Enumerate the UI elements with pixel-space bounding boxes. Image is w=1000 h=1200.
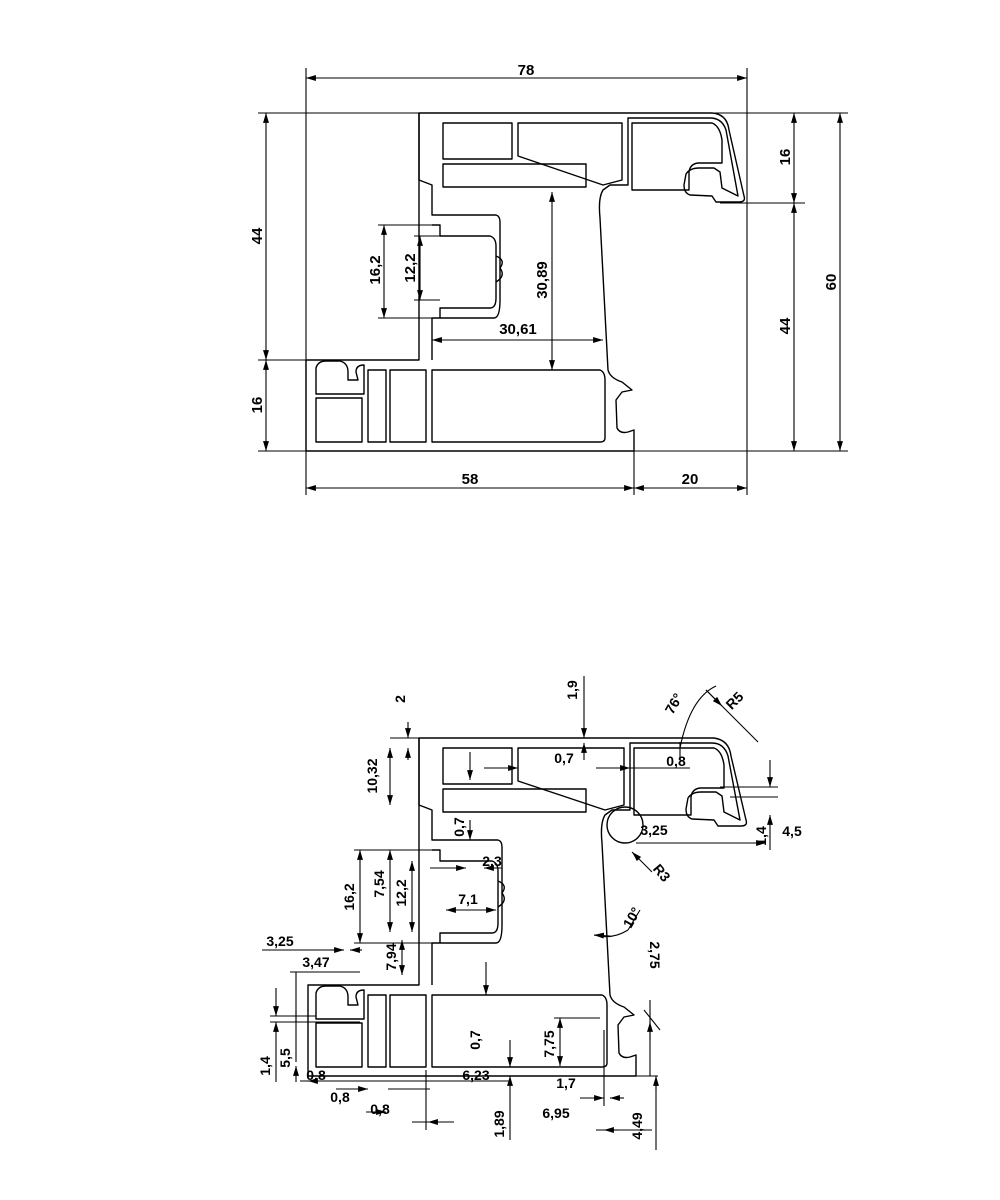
dim-bottom-left-width: 58 <box>462 471 479 488</box>
dim-7-94: 7,94 <box>383 943 399 970</box>
dim-0-7-mid: 0,7 <box>467 1030 483 1050</box>
dim-7-75: 7,75 <box>541 1030 557 1057</box>
dim-1-9: 1,9 <box>564 680 580 700</box>
dim-0-8-a: 0,8 <box>306 1067 326 1083</box>
detail-dimension-lines <box>262 676 778 1150</box>
dim-6-23: 6,23 <box>462 1067 489 1083</box>
top-dimension-lines <box>263 75 843 491</box>
dim-0-8-c: 0,8 <box>370 1101 390 1117</box>
dim-0-7-left: 0,7 <box>451 817 467 837</box>
dim-lower-height-left: 16 <box>249 397 266 414</box>
dim-0-8-b: 0,8 <box>330 1089 350 1105</box>
dim-3-25-left: 3,25 <box>266 933 293 949</box>
dim-overall-width: 78 <box>518 62 535 79</box>
dim-4-49: 4,49 <box>629 1112 645 1139</box>
dim-1-89: 1,89 <box>491 1110 507 1137</box>
dim-1-7: 1,7 <box>556 1075 576 1091</box>
dim-2-75: 2,75 <box>647 941 663 968</box>
dim-3-47: 3,47 <box>302 954 329 970</box>
radius-r5: R5 <box>722 688 746 712</box>
dim-2-3: 2,3 <box>482 853 502 869</box>
dim-5-5: 5,5 <box>277 1048 293 1068</box>
dim-groove-inner: 12,2 <box>402 253 419 282</box>
dim-chamber-height: 30,89 <box>534 261 551 299</box>
dim-0-7-top: 0,7 <box>554 750 574 766</box>
angle-10: 10° <box>619 904 643 930</box>
top-profile-view: 78 58 20 44 16 16 44 60 16,2 12,2 30,89 … <box>249 62 848 495</box>
dim-7-1: 7,1 <box>458 891 478 907</box>
dim-chamber-width: 30,61 <box>499 321 537 338</box>
dim-12-2: 12,2 <box>393 879 409 906</box>
dim-overall-height: 60 <box>823 274 840 291</box>
dim-7-54: 7,54 <box>371 870 387 897</box>
dim-groove-outer: 16,2 <box>367 255 384 284</box>
dim-0-8-top: 0,8 <box>666 753 686 769</box>
radius-r3: R3 <box>650 861 674 885</box>
dim-bottom-right-width: 20 <box>682 471 699 488</box>
dim-1-4-left: 1,4 <box>257 1056 273 1076</box>
dim-3-25-right: 3,25 <box>640 822 667 838</box>
dim-4-5: 4,5 <box>782 823 802 839</box>
dim-upper-height-right: 16 <box>777 149 794 166</box>
dim-16-2: 16,2 <box>341 883 357 910</box>
angle-76: 76° <box>661 690 685 716</box>
dim-lower-height-right: 44 <box>777 317 794 334</box>
dim-1-4-right: 1,4 <box>753 826 769 846</box>
detail-profile-outline <box>307 737 748 1077</box>
dim-6-95: 6,95 <box>542 1105 569 1121</box>
detail-profile-view: 2 1,9 10,32 0,7 0,8 76° R5 0,7 3,25 1,4 … <box>257 676 802 1150</box>
dim-2: 2 <box>392 695 408 703</box>
dim-10-32: 10,32 <box>364 758 380 793</box>
top-extension-lines <box>258 68 848 495</box>
dim-upper-height-left: 44 <box>249 227 266 244</box>
top-profile-outline <box>305 112 746 452</box>
